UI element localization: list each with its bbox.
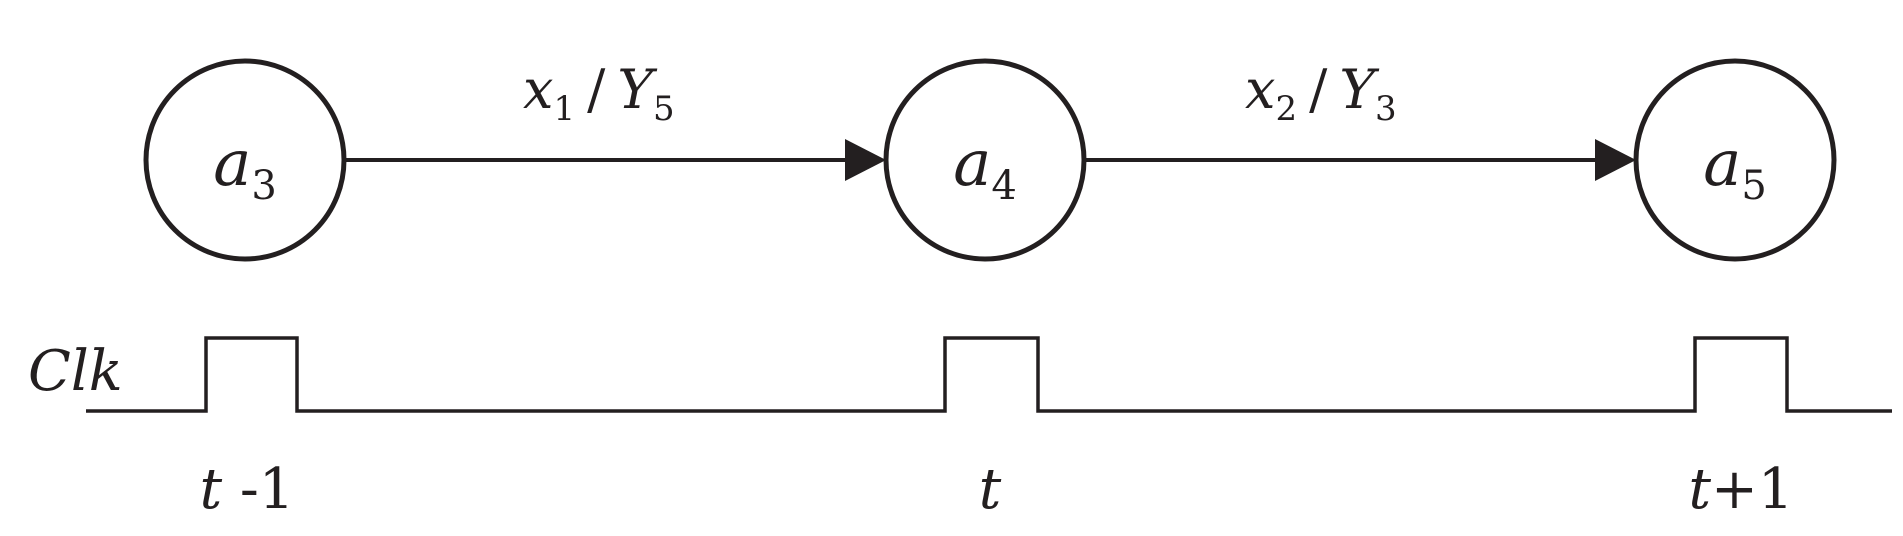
state-node-a3: a3 <box>143 58 347 262</box>
state-label-a4: a4 <box>953 127 1017 209</box>
arrowhead-2 <box>1595 139 1636 181</box>
clock-waveform <box>86 336 1892 413</box>
time-label-t-minus-1: t -1 <box>200 457 295 522</box>
state-node-a4: a4 <box>883 58 1087 262</box>
arrowhead-1 <box>845 139 886 181</box>
state-label-a3: a3 <box>213 127 277 209</box>
transition-label-1: x1/Y5 <box>523 58 675 129</box>
state-label-a5: a5 <box>1703 127 1767 209</box>
time-label-t: t <box>979 457 1002 522</box>
clock-label: Clk <box>28 339 123 404</box>
transition-label-2: x2/Y3 <box>1245 58 1397 129</box>
transition-a4-a5 <box>1084 139 1636 181</box>
time-label-t-plus-1: t+1 <box>1688 457 1793 522</box>
state-node-a5: a5 <box>1633 58 1837 262</box>
transition-a3-a4 <box>344 139 886 181</box>
